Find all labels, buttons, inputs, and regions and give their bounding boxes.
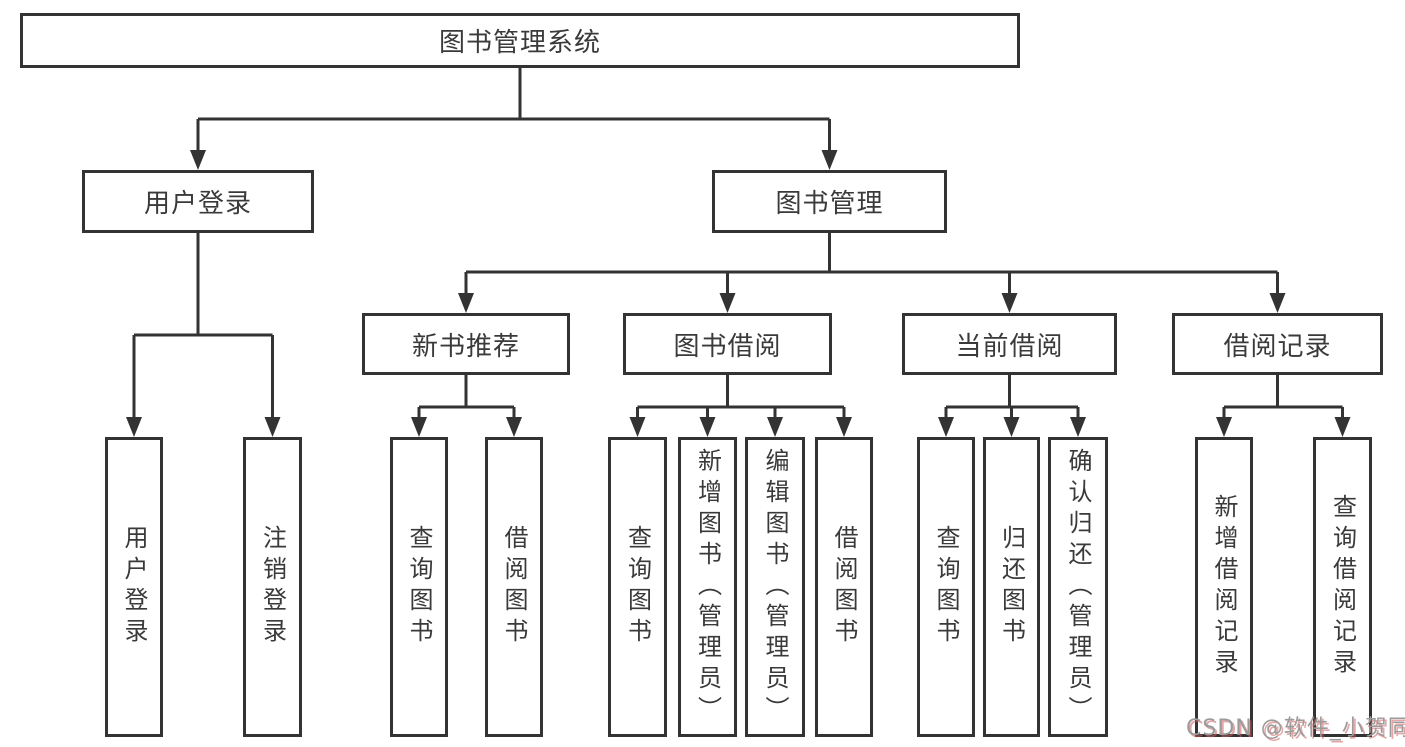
node-c-query: 查询图书: [917, 437, 975, 737]
node-nb-query: 查询图书: [390, 437, 448, 737]
arrowhead-icon: [1216, 417, 1232, 437]
arrowhead-icon: [1334, 417, 1351, 437]
node-c-confirm: 确认归还（管理员）: [1048, 437, 1108, 737]
arrowhead-icon: [126, 417, 142, 437]
node-label-r-query: 查询借阅记录: [1328, 494, 1357, 680]
node-label-c-return: 归还图书: [997, 525, 1026, 649]
node-label-current: 当前借阅: [955, 331, 1064, 362]
arrowhead-icon: [821, 150, 838, 170]
node-label-b-add: 新增图书（管理员）: [693, 447, 722, 727]
node-newbook: 新书推荐: [362, 313, 570, 375]
node-label-nb-borrow: 借阅图书: [500, 525, 528, 649]
node-root: 图书管理系统: [20, 13, 1020, 68]
node-borrow: 图书借阅: [623, 313, 832, 375]
arrowhead-icon: [629, 417, 646, 437]
node-b-borrow: 借阅图书: [815, 437, 873, 737]
arrowhead-icon: [1269, 293, 1286, 313]
arrowhead-icon: [1001, 293, 1018, 313]
node-b-edit: 编辑图书（管理员）: [745, 437, 805, 737]
node-r-add: 新增借阅记录: [1195, 437, 1253, 737]
node-c-return: 归还图书: [983, 437, 1040, 737]
arrowhead-icon: [506, 417, 522, 437]
node-nb-borrow: 借阅图书: [485, 437, 543, 737]
node-label-newbook: 新书推荐: [411, 331, 520, 362]
node-label-u-logout: 注销登录: [258, 525, 287, 649]
arrowhead-icon: [836, 417, 852, 437]
node-label-borrow: 图书借阅: [673, 331, 782, 362]
node-label-u-login: 用户登录: [120, 525, 148, 649]
node-records: 借阅记录: [1172, 313, 1383, 375]
arrowhead-icon: [699, 417, 716, 437]
arrowhead-icon: [1070, 417, 1086, 437]
node-r-query: 查询借阅记录: [1313, 437, 1372, 737]
arrowhead-icon: [938, 417, 954, 437]
arrowhead-icon: [411, 417, 427, 437]
arrowhead-icon: [264, 417, 281, 437]
arrowhead-icon: [1003, 417, 1020, 437]
node-label-records: 借阅记录: [1223, 331, 1332, 362]
arrowhead-icon: [190, 150, 206, 170]
node-label-c-query: 查询图书: [932, 525, 960, 649]
arrowhead-icon: [458, 293, 474, 313]
node-label-r-add: 新增借阅记录: [1210, 494, 1238, 680]
node-b-query: 查询图书: [608, 437, 667, 737]
node-u-login: 用户登录: [105, 437, 163, 737]
node-label-mgmt: 图书管理: [775, 189, 884, 219]
node-label-root: 图书管理系统: [438, 28, 601, 58]
node-label-nb-query: 查询图书: [405, 525, 433, 649]
node-current: 当前借阅: [902, 313, 1117, 375]
node-label-login: 用户登录: [143, 189, 252, 219]
arrowhead-icon: [767, 417, 783, 437]
arrowhead-icon: [719, 293, 736, 313]
node-label-c-confirm: 确认归还（管理员）: [1064, 447, 1092, 727]
node-b-add: 新增图书（管理员）: [678, 437, 737, 737]
node-label-b-edit: 编辑图书（管理员）: [761, 447, 789, 727]
node-login: 用户登录: [82, 170, 314, 233]
watermark-text: CSDN @软件_小贺同学: [1186, 716, 1405, 741]
node-mgmt: 图书管理: [712, 170, 947, 233]
node-u-logout: 注销登录: [243, 437, 302, 737]
node-label-b-borrow: 借阅图书: [830, 525, 858, 649]
tree-edges: [132, 68, 1344, 423]
node-label-b-query: 查询图书: [623, 525, 652, 649]
